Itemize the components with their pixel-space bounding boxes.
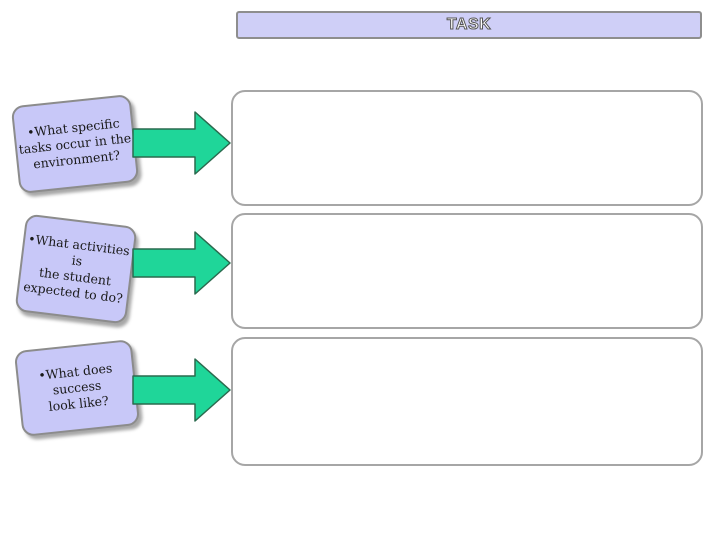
right-arrow-icon — [132, 358, 231, 422]
answer-box-3 — [231, 337, 703, 466]
question-text-3: •What does success look like? — [37, 359, 113, 415]
question-text-1: •What specific tasks occur in the enviro… — [18, 114, 132, 172]
question-card-3: •What does success look like? — [13, 339, 141, 437]
title-text: TASK — [446, 16, 492, 34]
right-arrow-icon — [132, 231, 231, 295]
answer-box-2 — [231, 213, 703, 329]
right-arrow-icon — [132, 111, 231, 175]
question-text-2: •What activities is the student expected… — [22, 230, 131, 307]
title-banner: TASK — [236, 11, 702, 39]
question-card-1: •What specific tasks occur in the enviro… — [10, 93, 140, 195]
question-card-2: •What activities is the student expected… — [14, 213, 138, 325]
answer-box-1 — [231, 90, 703, 206]
